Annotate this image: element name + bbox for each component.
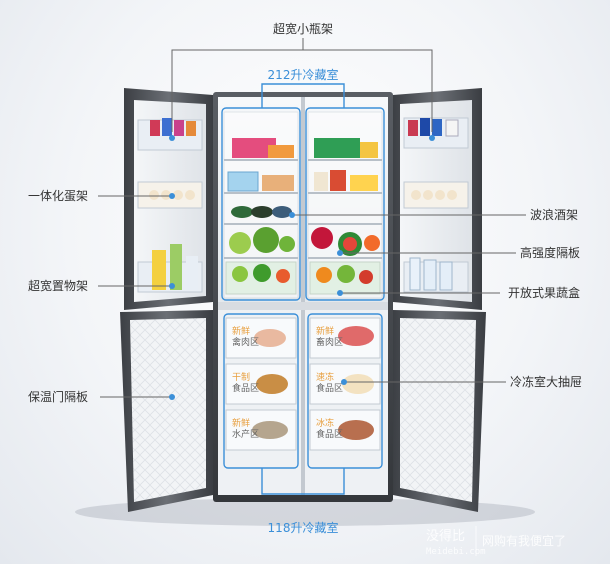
right-lower-door — [393, 310, 486, 512]
callout-dots — [169, 135, 435, 400]
upper-right-shelves — [307, 111, 383, 299]
callout-lines — [98, 38, 526, 398]
drawer-label-line2: 食品区 — [232, 382, 259, 394]
drawer-label-line2: 畜肉区 — [316, 336, 343, 348]
drawer-label-line1: 干制 — [232, 371, 250, 383]
watermark-slogan: 网购有我便宜了 — [482, 533, 566, 548]
label-bottom-compartment: 118升冷藏室 — [268, 520, 339, 535]
label-egg-rack: 一体化蛋架 — [28, 189, 88, 203]
watermark-brand: 没得比 — [426, 528, 465, 544]
freezer-drawers-left — [225, 317, 297, 451]
label-freezer-drawer: 冷冻室大抽屉 — [510, 374, 582, 389]
label-insulated-door-shelf: 保温门隔板 — [28, 389, 88, 404]
drawer-label-line2: 水产区 — [232, 428, 259, 440]
floor-shadow — [75, 498, 535, 526]
drawer-label-line1: 冰冻 — [316, 417, 334, 429]
watermark: 没得比 Meidebi.com 网购有我便宜了 — [426, 526, 566, 557]
right-upper-door — [393, 88, 482, 310]
drawer-label-line1: 新鲜 — [232, 417, 250, 429]
upper-left-shelves — [223, 111, 299, 299]
label-top-compartment: 212升冷藏室 — [268, 67, 339, 82]
drawer-label-line2: 食品区 — [316, 382, 343, 394]
left-lower-door — [120, 310, 213, 512]
drawer-label-line1: 新鲜 — [232, 325, 250, 337]
label-wine-rack: 波浪酒架 — [530, 207, 578, 222]
drawer-label-line2: 食品区 — [316, 428, 343, 440]
drawer-labels: 新鲜 禽肉区 干制 食品区 新鲜 水产区 新鲜 畜肉区 速冻 食品区 冰冻 食品… — [232, 325, 343, 440]
left-upper-door — [124, 88, 213, 310]
drawer-label-line2: 禽肉区 — [232, 336, 259, 348]
drawer-label-line1: 新鲜 — [316, 325, 334, 337]
label-wide-storage-rack: 超宽置物架 — [28, 278, 88, 293]
freezer-drawers-right — [309, 317, 381, 451]
watermark-url: Meidebi.com — [426, 547, 486, 557]
label-high-strength-shelf: 高强度隔板 — [520, 245, 580, 260]
drawer-label-line1: 速冻 — [316, 371, 334, 383]
label-open-crisper: 开放式果蔬盒 — [508, 285, 580, 300]
compartment-outlines — [221, 83, 385, 495]
label-top-bottle-rack: 超宽小瓶架 — [273, 21, 333, 36]
